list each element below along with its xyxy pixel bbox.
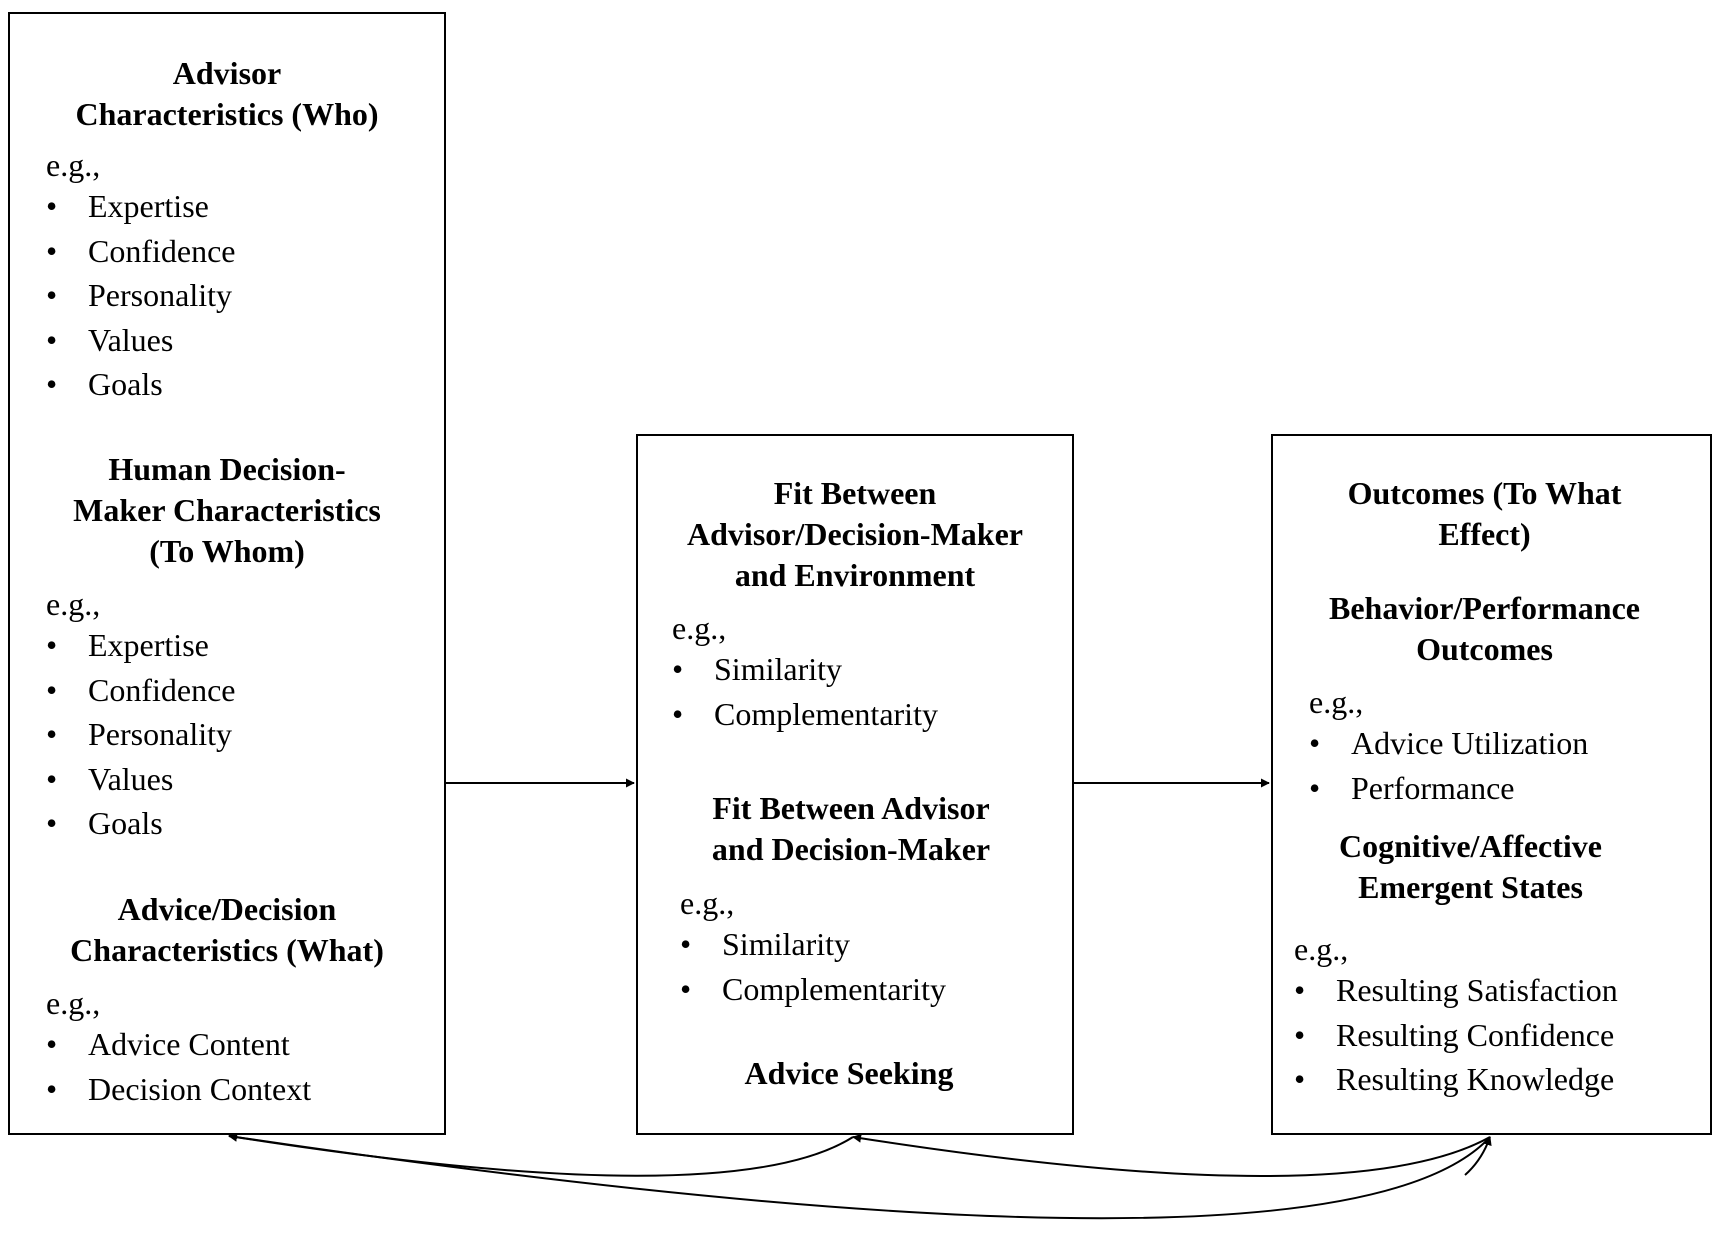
cognitive-outcomes-list: Resulting Satisfaction Resulting Confide… bbox=[1294, 968, 1618, 1102]
list-item: Expertise bbox=[46, 623, 236, 668]
advice-seeking-label: Advice Seeking bbox=[744, 1055, 954, 1091]
dyad-fit-eg-label: e.g., bbox=[680, 885, 735, 921]
outcomes-heading: Outcomes (To What Effect) bbox=[1347, 475, 1622, 552]
list-item: Goals bbox=[46, 801, 236, 846]
feedback-arrow-right-to-left-outer bbox=[228, 1132, 1491, 1220]
advisor-eg-label: e.g., bbox=[46, 147, 101, 183]
list-item: Values bbox=[46, 318, 236, 363]
feedback-arrow-right-up bbox=[1464, 1136, 1492, 1176]
decision-maker-eg-label: e.g., bbox=[46, 586, 101, 622]
list-item: Advice Content bbox=[46, 1022, 311, 1067]
list-item: Personality bbox=[46, 273, 236, 318]
list-item: Confidence bbox=[46, 229, 236, 274]
list-item: Advice Utilization bbox=[1309, 721, 1588, 766]
behavior-eg-label: e.g., bbox=[1309, 684, 1364, 720]
behavior-performance-heading: Behavior/Performance Outcomes bbox=[1329, 590, 1640, 667]
environment-fit-eg-label: e.g., bbox=[672, 610, 727, 646]
cognitive-eg-label: e.g., bbox=[1294, 931, 1349, 967]
list-item: Performance bbox=[1309, 766, 1588, 811]
advisor-characteristics-heading: Advisor Characteristics (Who) bbox=[75, 55, 379, 132]
list-item: Goals bbox=[46, 362, 236, 407]
list-item: Decision Context bbox=[46, 1067, 311, 1112]
dyad-fit-heading: Fit Between Advisor and Decision-Maker bbox=[711, 790, 991, 867]
cognitive-affective-heading: Cognitive/Affective Emergent States bbox=[1338, 828, 1602, 905]
list-item: Complementarity bbox=[672, 692, 938, 737]
advice-decision-characteristics-list: Advice Content Decision Context bbox=[46, 1022, 311, 1111]
list-item: Similarity bbox=[680, 922, 946, 967]
advisor-characteristics-list: Expertise Confidence Personality Values … bbox=[46, 184, 236, 407]
list-item: Resulting Knowledge bbox=[1294, 1057, 1618, 1102]
advice-eg-label: e.g., bbox=[46, 985, 101, 1021]
list-item: Resulting Confidence bbox=[1294, 1013, 1618, 1058]
list-item: Personality bbox=[46, 712, 236, 757]
fit-box: Fit Between Advisor/Decision-Maker and E… bbox=[636, 434, 1074, 1135]
behavior-outcomes-list: Advice Utilization Performance bbox=[1309, 721, 1588, 810]
feedback-arrow-middle-to-left bbox=[228, 1132, 854, 1177]
list-item: Expertise bbox=[46, 184, 236, 229]
list-item: Confidence bbox=[46, 668, 236, 713]
dyad-fit-list: Similarity Complementarity bbox=[680, 922, 946, 1011]
advice-decision-characteristics-heading: Advice/Decision Characteristics (What) bbox=[70, 891, 384, 968]
decision-maker-characteristics-list: Expertise Confidence Personality Values … bbox=[46, 623, 236, 846]
antecedents-box: Advisor Characteristics (Who) e.g., Expe… bbox=[8, 12, 446, 1135]
list-item: Complementarity bbox=[680, 967, 946, 1012]
environment-fit-list: Similarity Complementarity bbox=[672, 647, 938, 736]
list-item: Values bbox=[46, 757, 236, 802]
environment-fit-heading: Fit Between Advisor/Decision-Maker and E… bbox=[687, 475, 1023, 593]
list-item: Resulting Satisfaction bbox=[1294, 968, 1618, 1013]
outcomes-box: Outcomes (To What Effect) Behavior/Perfo… bbox=[1271, 434, 1712, 1135]
feedback-arrow-right-to-middle bbox=[852, 1133, 1491, 1177]
decision-maker-characteristics-heading: Human Decision- Maker Characteristics (T… bbox=[73, 451, 381, 569]
list-item: Similarity bbox=[672, 647, 938, 692]
